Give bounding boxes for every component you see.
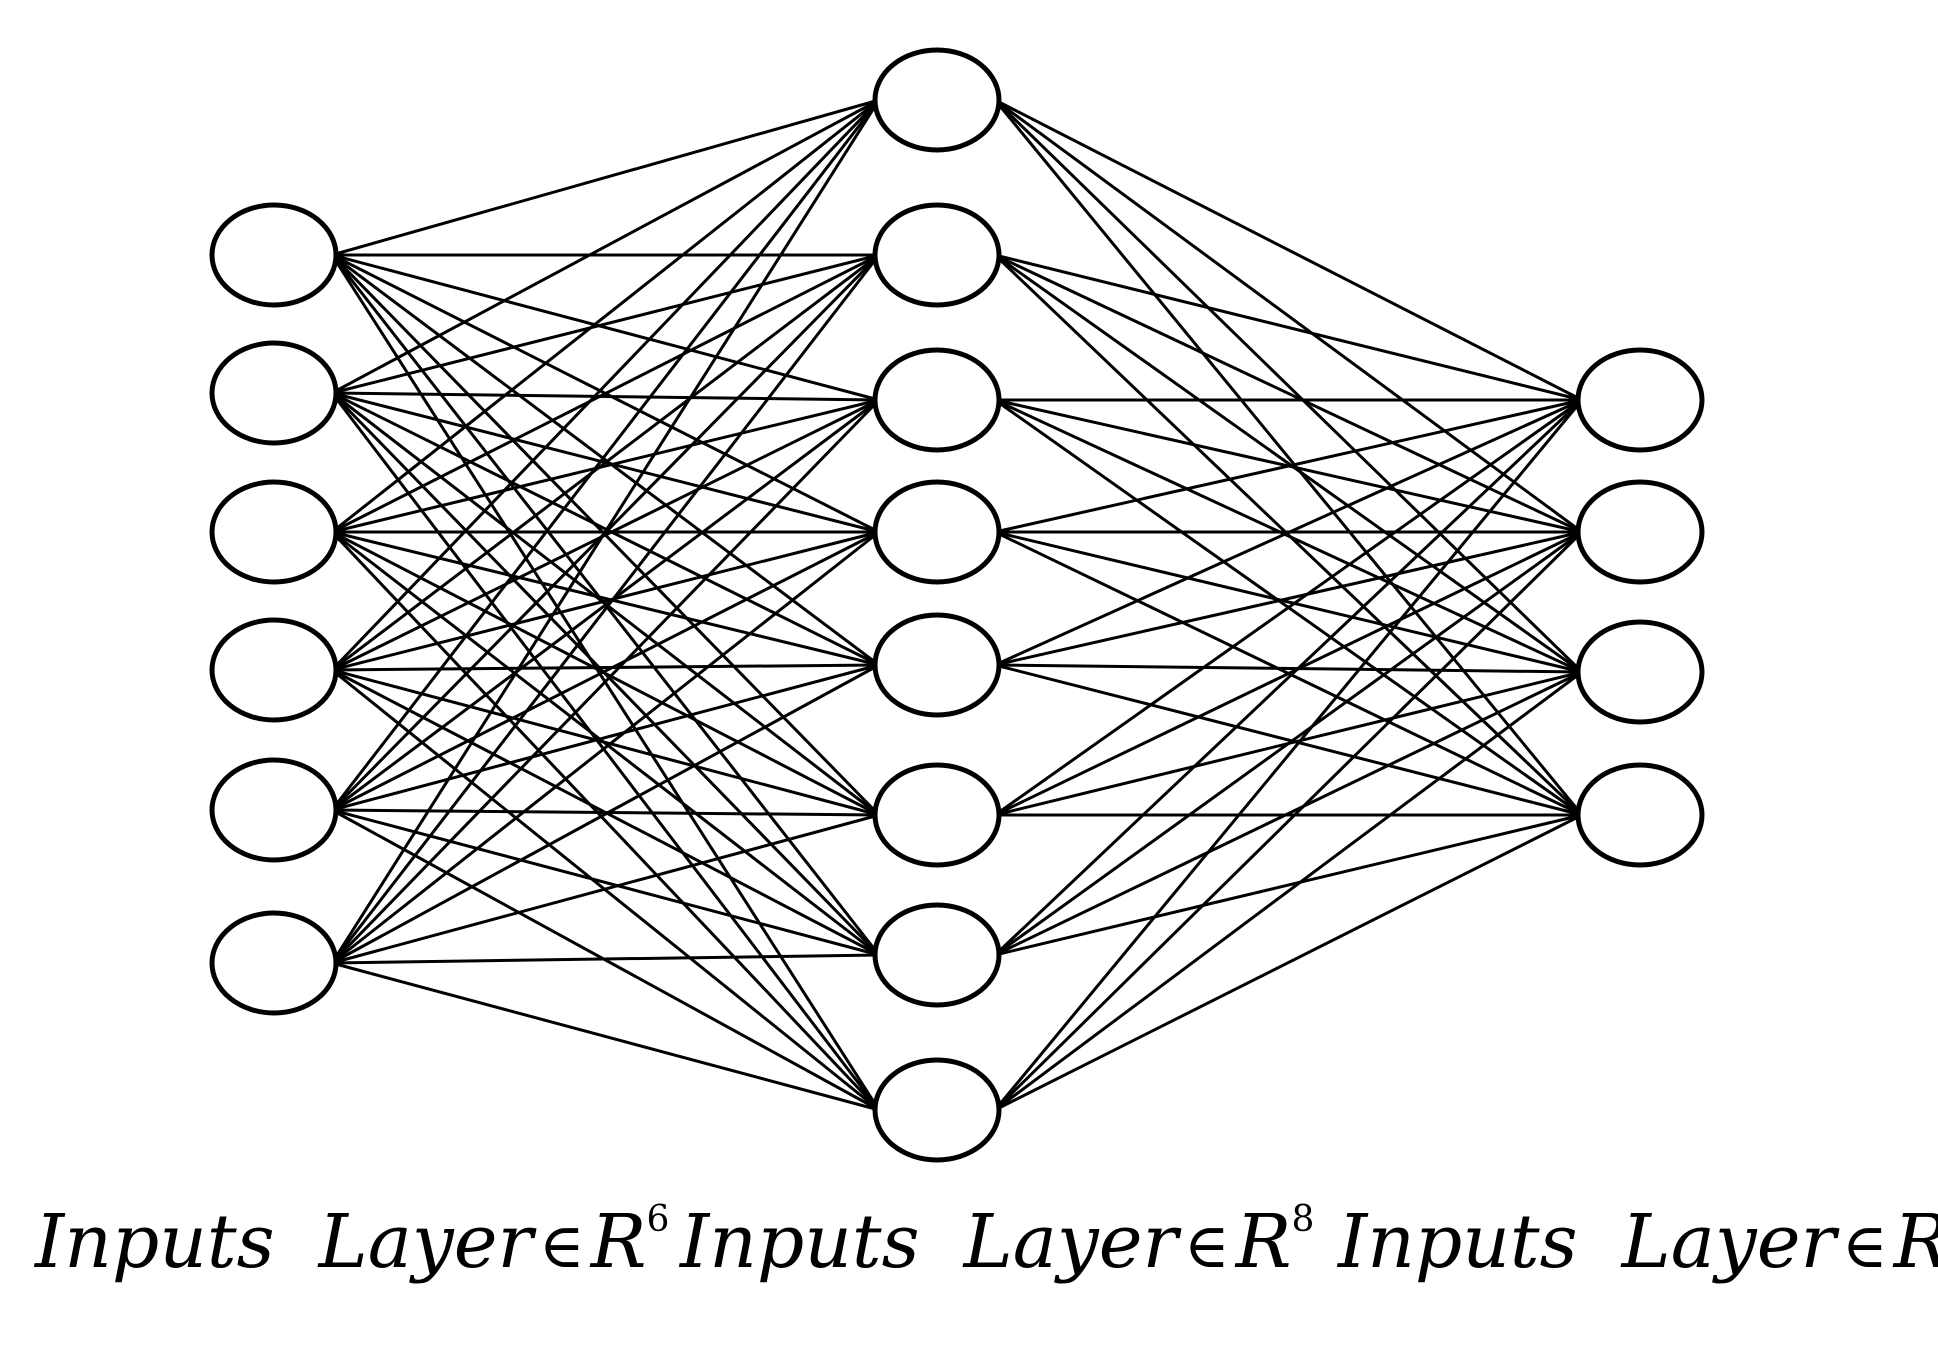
connection-hidden-1-to-output-4 [993,99,1584,816]
connection-input-6-to-hidden-8 [331,961,880,1112]
connection-input-1-to-hidden-1 [331,98,880,257]
connection-input-3-to-hidden-8 [330,530,881,1112]
connection-hidden-6-to-output-2 [994,530,1583,817]
hidden-neuron-5 [872,612,1002,718]
input-layer-label: Inputs Layer∈R6 [35,1202,669,1282]
connection-input-4-to-hidden-6 [331,668,880,817]
hidden-neuron-2 [872,202,1002,308]
hidden-layer-label: Inputs Layer∈R8 [680,1202,1314,1282]
layer-label-name: Layer [963,1199,1178,1285]
connection-hidden-1-to-output-1 [994,98,1583,402]
connection-hidden-5-to-output-3 [994,663,1583,674]
connection-hidden-8-to-output-2 [993,530,1584,1112]
connection-input-6-to-hidden-5 [331,663,880,965]
connection-input-5-to-hidden-4 [331,530,880,812]
input-neuron-5 [209,757,339,863]
connection-input-6-to-hidden-1 [330,99,881,964]
connection-hidden-8-to-output-3 [994,670,1583,1112]
connection-input-5-to-hidden-7 [331,808,880,957]
connection-input-4-to-hidden-1 [330,98,881,672]
connection-input-3-to-hidden-6 [331,530,880,817]
connection-input-5-to-hidden-5 [331,663,880,812]
layer-label-name: Layer [318,1199,533,1285]
input-neuron-2 [209,340,339,446]
connection-input-4-to-hidden-3 [331,398,880,672]
output-neuron-4 [1575,762,1705,868]
output-neuron-3 [1575,619,1705,725]
connection-input-4-to-hidden-4 [331,530,880,672]
output-neuron-1 [1575,347,1705,453]
real-space-symbol: R [1894,1199,1938,1285]
connection-hidden-5-to-output-2 [994,530,1583,667]
connection-input-2-to-hidden-8 [330,392,881,1111]
connection-input-4-to-hidden-2 [331,253,880,672]
connection-hidden-7-to-output-3 [994,670,1583,957]
connection-hidden-2-to-output-1 [994,253,1583,402]
element-of-symbol: ∈ [1841,1209,1888,1282]
connection-hidden-4-to-output-1 [994,398,1583,534]
input-neuron-6 [209,910,339,1016]
connection-input-2-to-hidden-2 [331,253,880,395]
connection-input-3-to-hidden-5 [331,530,880,667]
hidden-neuron-1 [872,47,1002,153]
dimension-exponent: 8 [1291,1199,1315,1241]
connection-hidden-8-to-output-4 [994,813,1583,1112]
connection-hidden-8-to-output-1 [993,399,1584,1111]
layer-label-name: Layer [1621,1199,1836,1285]
element-of-symbol: ∈ [1183,1209,1230,1282]
connection-input-1-to-hidden-3 [331,253,880,402]
connection-input-1-to-hidden-5 [331,253,880,667]
connection-hidden-4-to-output-3 [994,530,1583,674]
layer-label-word: Inputs [1338,1199,1578,1285]
connection-input-3-to-hidden-3 [331,398,880,534]
input-neuron-3 [209,479,339,585]
element-of-symbol: ∈ [538,1209,585,1282]
hidden-neuron-4 [872,479,1002,585]
connection-hidden-6-to-output-1 [994,398,1583,817]
neurons [209,47,1705,1163]
hidden-neuron-3 [872,347,1002,453]
hidden-neuron-7 [872,902,1002,1008]
dimension-exponent: 6 [646,1199,670,1241]
connection-input-2-to-hidden-3 [331,391,880,402]
connection-input-3-to-hidden-2 [331,253,880,534]
input-neuron-4 [209,617,339,723]
output-neuron-2 [1575,479,1705,585]
connection-hidden-7-to-output-4 [994,813,1583,957]
connection-input-2-to-hidden-1 [331,98,880,395]
connection-input-6-to-hidden-7 [331,953,880,965]
connection-input-6-to-hidden-4 [331,530,880,965]
connection-hidden-5-to-output-4 [994,663,1583,817]
connection-input-6-to-hidden-6 [331,813,880,965]
connection-hidden-7-to-output-2 [994,530,1583,957]
connection-input-5-to-hidden-1 [330,99,881,811]
layer-label-word: Inputs [35,1199,275,1285]
hidden-neuron-6 [872,762,1002,868]
connection-input-6-to-hidden-2 [330,254,881,964]
connection-hidden-1-to-output-3 [993,98,1584,674]
input-neuron-1 [209,202,339,308]
connection-hidden-7-to-output-1 [993,398,1584,957]
connection-input-3-to-hidden-1 [331,98,880,534]
connection-hidden-1-to-output-2 [994,98,1583,534]
real-space-symbol: R [590,1199,647,1285]
connection-input-4-to-hidden-5 [331,663,880,672]
layer-label-word: Inputs [680,1199,920,1285]
connection-hidden-5-to-output-1 [994,398,1583,667]
real-space-symbol: R [1235,1199,1292,1285]
connection-input-5-to-hidden-3 [331,398,880,812]
connection-input-6-to-hidden-3 [330,398,881,965]
connection-hidden-2-to-output-2 [994,253,1583,534]
hidden-neuron-8 [872,1057,1002,1163]
connections [330,98,1584,1112]
